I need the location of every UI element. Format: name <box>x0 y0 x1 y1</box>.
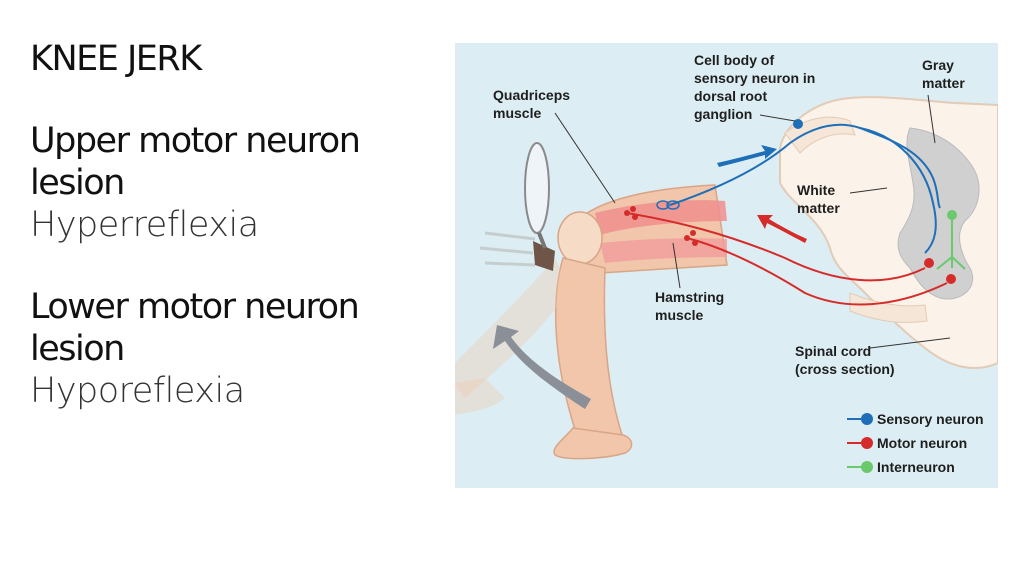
sensory-cell-body <box>793 119 803 129</box>
quadriceps-muscle-shape <box>595 200 727 235</box>
motor-neuron-path-quad <box>626 212 926 282</box>
motor-neuron-path-ham <box>686 237 948 306</box>
motor-cell-body-1 <box>924 258 934 268</box>
motor-direction-arrow <box>757 215 807 243</box>
label-quadriceps-1: Quadriceps <box>493 87 570 103</box>
kick-arrow <box>493 325 591 409</box>
legend-swatch-sensory <box>861 413 873 425</box>
lower-lesion-heading-cont: lesion <box>30 329 125 369</box>
motor-cell-body-2 <box>946 274 956 284</box>
label-hamstring-2: muscle <box>655 307 703 323</box>
label-cell-body-1: Cell body of <box>694 52 774 68</box>
label-cell-body-3: dorsal root <box>694 88 767 104</box>
sensory-neuron-path <box>669 123 941 209</box>
slide-title: KNEE JERK <box>30 39 202 79</box>
ghost-leg <box>455 258 570 398</box>
upper-lesion-heading-cont: lesion <box>30 163 125 203</box>
leader-lines <box>554 94 951 349</box>
reflex-hammer-handle <box>537 232 547 249</box>
interneuron-path <box>936 215 966 270</box>
legend-item-interneuron: Interneuron <box>847 459 955 475</box>
label-spinal-cord-2: (cross section) <box>795 361 895 377</box>
legend-swatch-motor <box>861 437 873 449</box>
slide-text: KNEE JERK Upper motor neuron lesion Hype… <box>30 38 430 412</box>
label-white-1: White <box>797 182 835 198</box>
neuromuscular-junctions <box>624 206 698 246</box>
label-hamstring-1: Hamstring <box>655 289 724 305</box>
legend-item-sensory: Sensory neuron <box>847 411 984 427</box>
interneuron-cell-body <box>947 210 957 220</box>
label-gray-2: matter <box>922 75 965 91</box>
sensory-receptor <box>656 200 680 210</box>
reflex-hammer-tip <box>533 241 555 271</box>
reflex-diagram: Cell body of sensory neuron in dorsal ro… <box>455 43 998 488</box>
ventral-root <box>849 292 928 324</box>
sensory-direction-arrow <box>717 145 777 167</box>
motion-lines <box>479 231 536 267</box>
lower-lesion-heading: Lower motor neuron <box>30 287 360 327</box>
label-cell-body-4: ganglion <box>694 106 752 122</box>
lower-lesion-result: Hyporeflexia <box>30 371 245 411</box>
legend-label-motor: Motor neuron <box>877 435 967 451</box>
reflex-diagram-svg: Cell body of sensory neuron in dorsal ro… <box>455 52 998 475</box>
upper-lesion-result: Hyperreflexia <box>30 205 259 245</box>
legend-item-motor: Motor neuron <box>847 435 967 451</box>
foot <box>553 427 633 460</box>
reflex-hammer-head <box>524 142 550 234</box>
upper-lesion-heading: Upper motor neuron <box>30 121 361 161</box>
legend-label-sensory: Sensory neuron <box>877 411 984 427</box>
label-quadriceps-2: muscle <box>493 105 541 121</box>
label-spinal-cord-1: Spinal cord <box>795 343 871 359</box>
label-cell-body-2: sensory neuron in <box>694 70 815 86</box>
legend-swatch-interneuron <box>861 461 873 473</box>
spinal-cord-gray-matter <box>897 127 980 300</box>
label-gray-1: Gray <box>922 57 954 73</box>
legend: Sensory neuron Motor neuron Interneuron <box>847 411 984 475</box>
ghost-foot <box>455 378 505 415</box>
sensory-neuron-branch <box>859 127 937 254</box>
legend-label-interneuron: Interneuron <box>877 459 955 475</box>
knee-cap <box>557 211 603 265</box>
label-white-2: matter <box>797 200 840 216</box>
